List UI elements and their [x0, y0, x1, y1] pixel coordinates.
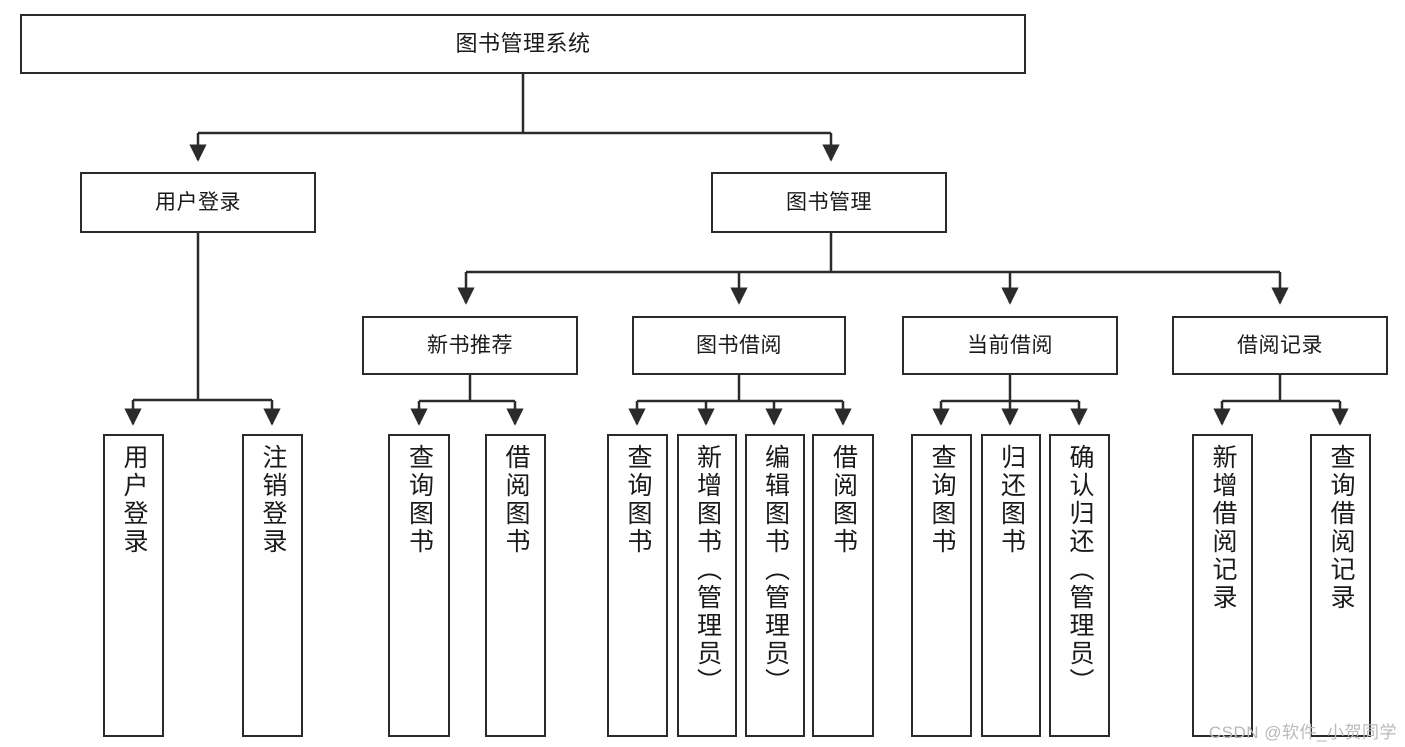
node-label: 图书借阅 [696, 333, 782, 357]
node-label: 当前借阅 [967, 333, 1053, 357]
leaf-edit-book-admin[interactable]: 编辑图书（管理员） [745, 434, 805, 737]
node-book-management[interactable]: 图书管理 [711, 172, 947, 233]
node-label: 用户登录 [120, 444, 148, 556]
node-root-system[interactable]: 图书管理系统 [20, 14, 1026, 74]
leaf-query-book-current[interactable]: 查询图书 [911, 434, 972, 737]
node-label: 编辑图书（管理员） [761, 444, 790, 696]
leaf-borrow-book[interactable]: 借阅图书 [812, 434, 874, 737]
node-label: 新增借阅记录 [1209, 444, 1237, 612]
leaf-return-book[interactable]: 归还图书 [981, 434, 1041, 737]
leaf-borrow-book-recommend[interactable]: 借阅图书 [485, 434, 546, 737]
node-user-login[interactable]: 用户登录 [80, 172, 316, 233]
node-label: 图书管理系统 [455, 30, 591, 56]
node-label: 新书推荐 [427, 333, 513, 357]
leaf-user-login[interactable]: 用户登录 [103, 434, 164, 737]
node-label: 查询图书 [624, 444, 652, 556]
leaf-query-borrow-record[interactable]: 查询借阅记录 [1310, 434, 1371, 737]
node-label: 借阅图书 [829, 444, 858, 556]
node-book-borrow[interactable]: 图书借阅 [632, 316, 846, 375]
leaf-add-book-admin[interactable]: 新增图书（管理员） [677, 434, 737, 737]
node-label: 图书管理 [786, 190, 872, 214]
leaf-add-borrow-record[interactable]: 新增借阅记录 [1192, 434, 1253, 737]
node-label: 借阅图书 [502, 444, 530, 556]
leaf-confirm-return-admin[interactable]: 确认归还（管理员） [1049, 434, 1110, 737]
node-label: 查询图书 [405, 444, 434, 556]
node-label: 新增图书（管理员） [693, 444, 722, 696]
watermark-text: CSDN @软件_小贺同学 [1208, 723, 1397, 742]
leaf-query-book[interactable]: 查询图书 [607, 434, 668, 737]
leaf-query-book-recommend[interactable]: 查询图书 [388, 434, 450, 737]
node-label: 借阅记录 [1237, 333, 1323, 357]
node-label: 查询图书 [928, 444, 956, 556]
node-label: 注销登录 [259, 444, 287, 556]
node-label: 查询借阅记录 [1327, 444, 1355, 612]
node-label: 确认归还（管理员） [1066, 444, 1094, 696]
node-label: 归还图书 [997, 444, 1026, 556]
node-label: 用户登录 [155, 190, 241, 214]
leaf-logout[interactable]: 注销登录 [242, 434, 303, 737]
node-new-book-recommend[interactable]: 新书推荐 [362, 316, 578, 375]
node-current-borrow[interactable]: 当前借阅 [902, 316, 1118, 375]
node-borrow-record[interactable]: 借阅记录 [1172, 316, 1388, 375]
